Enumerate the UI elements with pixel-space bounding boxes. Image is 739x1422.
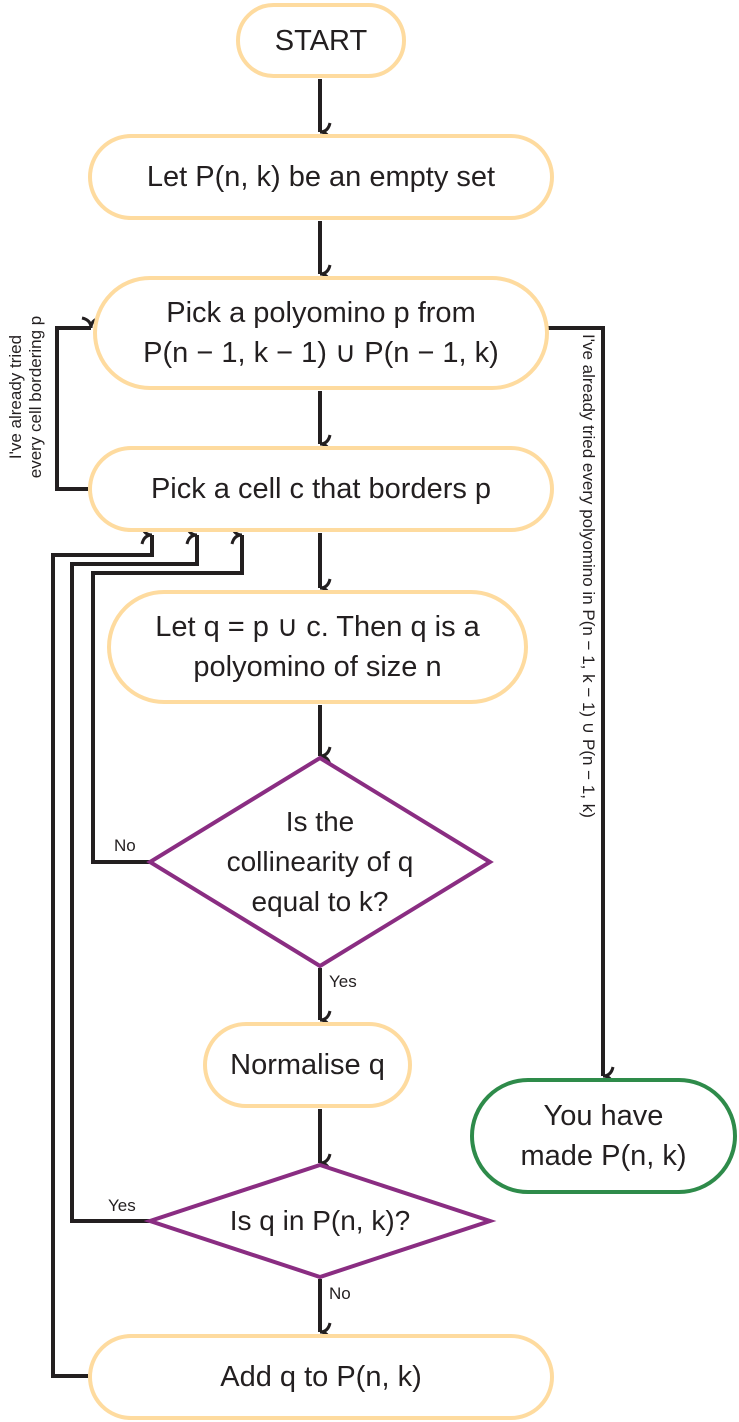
start-label: START — [274, 24, 368, 57]
normalise-label: Normalise q — [230, 1049, 385, 1081]
decision-in-set-shape — [143, 1162, 497, 1280]
pick-polyomino-label-line1: Pick a polyomino p from — [166, 297, 476, 329]
init-label: Let P(n, k) be an empty set — [146, 161, 496, 193]
end-label-line1: You have — [543, 1100, 664, 1132]
add-q-label: Add q to P(n, k) — [220, 1361, 422, 1393]
tried-every-cell-line1: I've already tried — [6, 334, 25, 460]
add-q-node: Add q to P(n, k) — [88, 1334, 554, 1420]
in-set-no-label: No — [329, 1284, 351, 1303]
edge-collinearity-no-back — [91, 525, 244, 864]
pick-cell-node: Pick a cell c that borders p — [88, 446, 554, 532]
end-node: You have made P(n, k) — [470, 1078, 737, 1194]
collinearity-no-label: No — [114, 836, 136, 855]
decision-collinearity-line3: equal to k? — [251, 886, 389, 917]
edge-in-set-yes-back — [70, 525, 199, 1223]
collinearity-yes-label: Yes — [329, 972, 357, 991]
pick-polyomino-node: Pick a polyomino p from P(n − 1, k − 1) … — [93, 276, 549, 390]
let-q-label-line1: Let q = p ∪ c. Then q is a — [155, 611, 480, 643]
decision-in-set-text: Is q in P(n, k)? — [190, 1201, 450, 1241]
edge-add-back — [51, 525, 154, 1378]
let-q-node: Let q = p ∪ c. Then q is a polyomino of … — [107, 590, 528, 704]
in-set-yes-label: Yes — [108, 1196, 136, 1215]
pick-cell-label: Pick a cell c that borders p — [150, 473, 492, 505]
tried-every-cell-label: I've already tried every cell bordering … — [6, 302, 46, 492]
end-label-line2: made P(n, k) — [520, 1140, 687, 1172]
decision-in-set-label: Is q in P(n, k)? — [229, 1205, 411, 1236]
edge-tried-every-cell — [55, 316, 101, 491]
tried-every-polyomino-label: I've already tried every polyomino in P(… — [578, 334, 598, 818]
decision-collinearity-shape — [146, 755, 494, 969]
let-q-label-line2: polyomino of size n — [193, 651, 442, 683]
edge-tried-every-polyomino — [548, 326, 615, 1086]
start-node: START — [236, 3, 406, 78]
tried-every-cell-line2: every cell bordering p — [26, 315, 45, 479]
decision-collinearity-line2: collinearity of q — [226, 846, 414, 877]
decision-collinearity-text: Is the collinearity of q equal to k? — [190, 792, 450, 932]
pick-polyomino-label-line2: P(n − 1, k − 1) ∪ P(n − 1, k) — [143, 337, 499, 369]
tried-every-polyomino-text: I've already tried every polyomino in P(… — [579, 334, 598, 818]
decision-collinearity-line1: Is the — [285, 806, 355, 837]
normalise-node: Normalise q — [203, 1022, 412, 1108]
init-node: Let P(n, k) be an empty set — [88, 134, 554, 220]
